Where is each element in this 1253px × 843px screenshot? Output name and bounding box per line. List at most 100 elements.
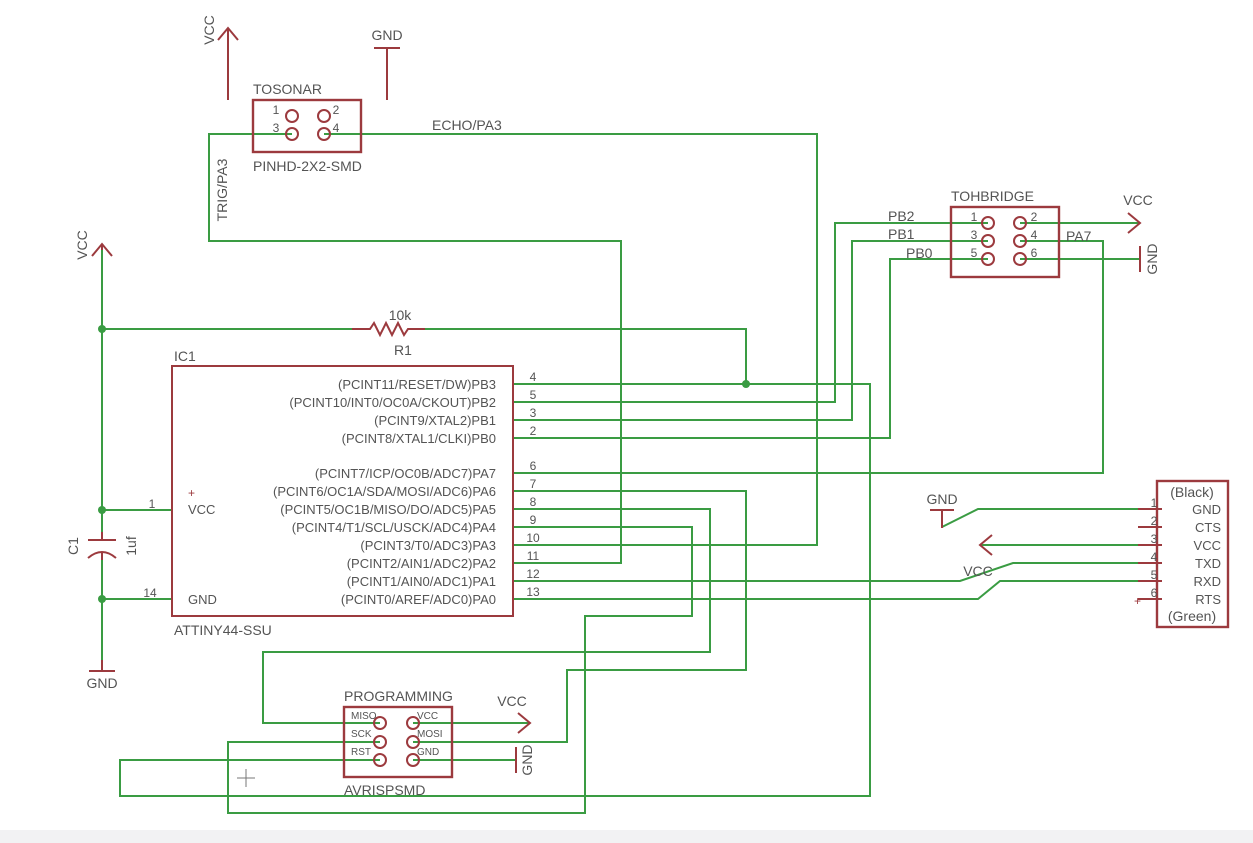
ic1-pin-label: (PCINT1/AIN0/ADC1)PA1	[347, 574, 496, 589]
ic1-pin-label: (PCINT5/OC1B/MISO/DO/ADC5)PA5	[280, 502, 496, 517]
gnd-label: GND	[371, 27, 402, 43]
tosonar-value: PINHD-2X2-SMD	[253, 158, 362, 174]
ic1-pin-number: 10	[526, 531, 540, 545]
pin-number: 2	[1031, 210, 1038, 224]
connector-ftdi[interactable]: (Black) (Green) +	[1134, 479, 1230, 629]
nets	[98, 133, 1162, 814]
ic1-pin-label: (PCINT8/XTAL1/CLKI)PB0	[342, 431, 496, 446]
net-sck	[227, 526, 693, 814]
pin-label-rst: RST	[351, 747, 371, 758]
pin-pad-icon	[406, 753, 420, 767]
pin-pad-icon	[1013, 252, 1027, 266]
pin-pad-icon	[981, 252, 995, 266]
pin-label-mosi: MOSI	[417, 729, 443, 740]
capacitor-c1: C1 1uf	[65, 532, 139, 560]
ic1-name: IC1	[174, 348, 196, 364]
pin-pad-icon	[1013, 216, 1027, 230]
junction-dot	[98, 325, 106, 333]
junction-dot	[98, 595, 106, 603]
ic1-pin-number: 5	[530, 388, 537, 402]
ic1-pin-label: (PCINT7/ICP/OC0B/ADC7)PA7	[315, 466, 496, 481]
c1-value: 1uf	[123, 536, 139, 556]
status-bar	[0, 830, 1253, 843]
junction-dot	[98, 506, 106, 514]
ftdi-pin-number: 4	[1151, 550, 1158, 564]
ftdi-pin-label: TXD	[1195, 556, 1221, 571]
gnd-label: GND	[86, 675, 117, 691]
ic1-pin-number: 1	[149, 497, 156, 511]
ftdi-pin-label: CTS	[1195, 520, 1221, 535]
ftdi-top-label: (Black)	[1170, 484, 1214, 500]
ic1-pin-number: 13	[526, 585, 540, 599]
net-ftdi-gnd	[941, 508, 1162, 528]
pin-pad-icon	[1013, 234, 1027, 248]
tohbridge-name: TOHBRIDGE	[951, 188, 1034, 204]
pin-pad-icon	[981, 216, 995, 230]
vcc-arrow-icon	[217, 26, 239, 100]
ftdi-pin-number: 5	[1151, 568, 1158, 582]
vcc-label: VCC	[963, 563, 993, 579]
net-label-trig: TRIG/PA3	[214, 158, 230, 221]
vcc-arrow-icon	[91, 242, 113, 257]
pin-pad-icon	[406, 716, 420, 730]
programming-body	[342, 705, 454, 779]
vcc-label: VCC	[201, 15, 217, 45]
ic1-value: ATTINY44-SSU	[174, 622, 272, 638]
ic1-pin-number: 2	[530, 424, 537, 438]
ic1-pin-number: 3	[530, 406, 537, 420]
vcc-label: VCC	[1123, 192, 1153, 208]
ic1-attiny44[interactable]: IC1 ATTINY44-SSU + 1 VCC 14 GND	[143, 348, 514, 638]
pin-number: 3	[273, 121, 280, 135]
connector-tohbridge[interactable]: TOHBRIDGE 1 2 3 4 5 6 PB2 PB1 PB0 PA7	[888, 188, 1092, 279]
vcc-arrow-icon	[1127, 212, 1142, 234]
ic1-pin-label: (PCINT9/XTAL2)PB1	[374, 413, 496, 428]
ftdi-bottom-label: (Green)	[1168, 608, 1216, 624]
connector-programming[interactable]: PROGRAMMING AVRISPSMD MISO VCC SCK MOSI …	[342, 688, 454, 798]
tohbridge-body	[949, 205, 1061, 279]
net-reset	[119, 383, 871, 797]
pin-number: 4	[333, 121, 340, 135]
net-txd	[513, 562, 1162, 582]
crosshair-cursor-icon	[237, 769, 255, 787]
pin-number: 6	[1031, 246, 1038, 260]
pin-pad-icon	[406, 735, 420, 749]
ic1-pin-label: (PCINT11/RESET/DW)PB3	[338, 377, 496, 392]
ftdi-pin-label: VCC	[1194, 538, 1221, 553]
ic1-right-pins: 4 (PCINT11/RESET/DW)PB3 5 (PCINT10/INT0/OC0…	[273, 370, 540, 607]
gnd-label: GND	[926, 491, 957, 507]
pin-pad-icon	[285, 127, 299, 141]
pin-label-gnd: GND	[417, 747, 439, 758]
ic1-pin-label: GND	[188, 592, 217, 607]
net-r1-right	[425, 328, 747, 384]
net-label-echo: ECHO/PA3	[432, 117, 502, 133]
pin-pad-icon	[317, 127, 331, 141]
ic1-pin-label: (PCINT10/INT0/OC0A/CKOUT)PB2	[289, 395, 496, 410]
ftdi-pin-number: 6	[1151, 586, 1158, 600]
net-label-pb2: PB2	[888, 208, 915, 224]
supply-symbols: VCC GND VCC GND VCC GND GND VCC VCC GND	[74, 15, 1160, 775]
connector-tosonar[interactable]: TOSONAR PINHD-2X2-SMD 1 2 3 4 ECHO/PA3 T…	[214, 81, 502, 221]
c1-name: C1	[65, 537, 81, 555]
net-label-pb1: PB1	[888, 226, 915, 242]
pin-label-miso: MISO	[351, 711, 377, 722]
net-pa7	[513, 240, 1104, 474]
ic1-pin-label: (PCINT0/AREF/ADC0)PA0	[341, 592, 496, 607]
ic1-pin-label: (PCINT2/AIN1/ADC2)PA2	[347, 556, 496, 571]
r1-name: R1	[394, 342, 412, 358]
ic1-pin-number: 8	[530, 495, 537, 509]
net-trig	[208, 133, 622, 564]
gnd-symbol-icon	[374, 47, 400, 100]
ftdi-pin-number: 2	[1151, 514, 1158, 528]
ic1-pin-number: 4	[530, 370, 537, 384]
junction-dot	[742, 380, 750, 388]
pin-pad-icon	[317, 109, 331, 123]
ic1-origin-marker: +	[188, 486, 195, 500]
net-label-pb0: PB0	[906, 245, 933, 261]
pin-number: 5	[971, 246, 978, 260]
gnd-symbol-icon	[89, 660, 115, 672]
tosonar-body	[251, 98, 363, 154]
programming-name: PROGRAMMING	[344, 688, 453, 704]
vcc-arrow-icon	[978, 534, 993, 556]
